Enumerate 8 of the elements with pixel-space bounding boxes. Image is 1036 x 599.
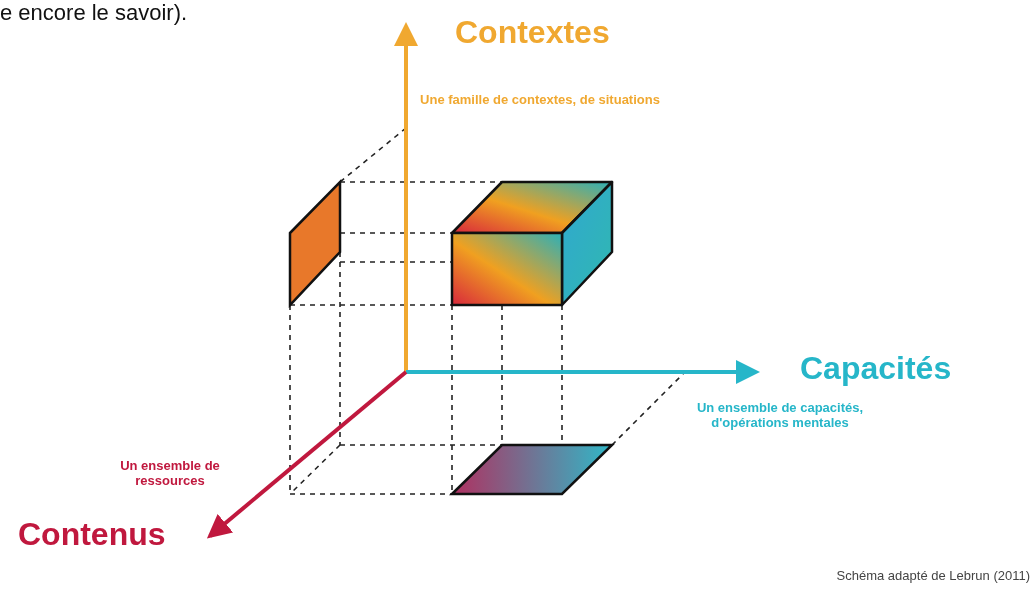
source-caption: Schéma adapté de Lebrun (2011) xyxy=(835,568,1030,583)
axis-description: Une famille de contextes, de situations xyxy=(420,92,660,107)
axis-description: Un ensemble de capacités, d'opérations mentales xyxy=(695,400,865,430)
axis-title: Contextes xyxy=(455,14,611,51)
axis-title: Capacités xyxy=(800,350,953,387)
axis-title: Contenus xyxy=(18,516,167,553)
text-fragment: e encore le savoir). xyxy=(0,0,189,26)
axis-description: Un ensemble de ressources xyxy=(119,458,221,488)
